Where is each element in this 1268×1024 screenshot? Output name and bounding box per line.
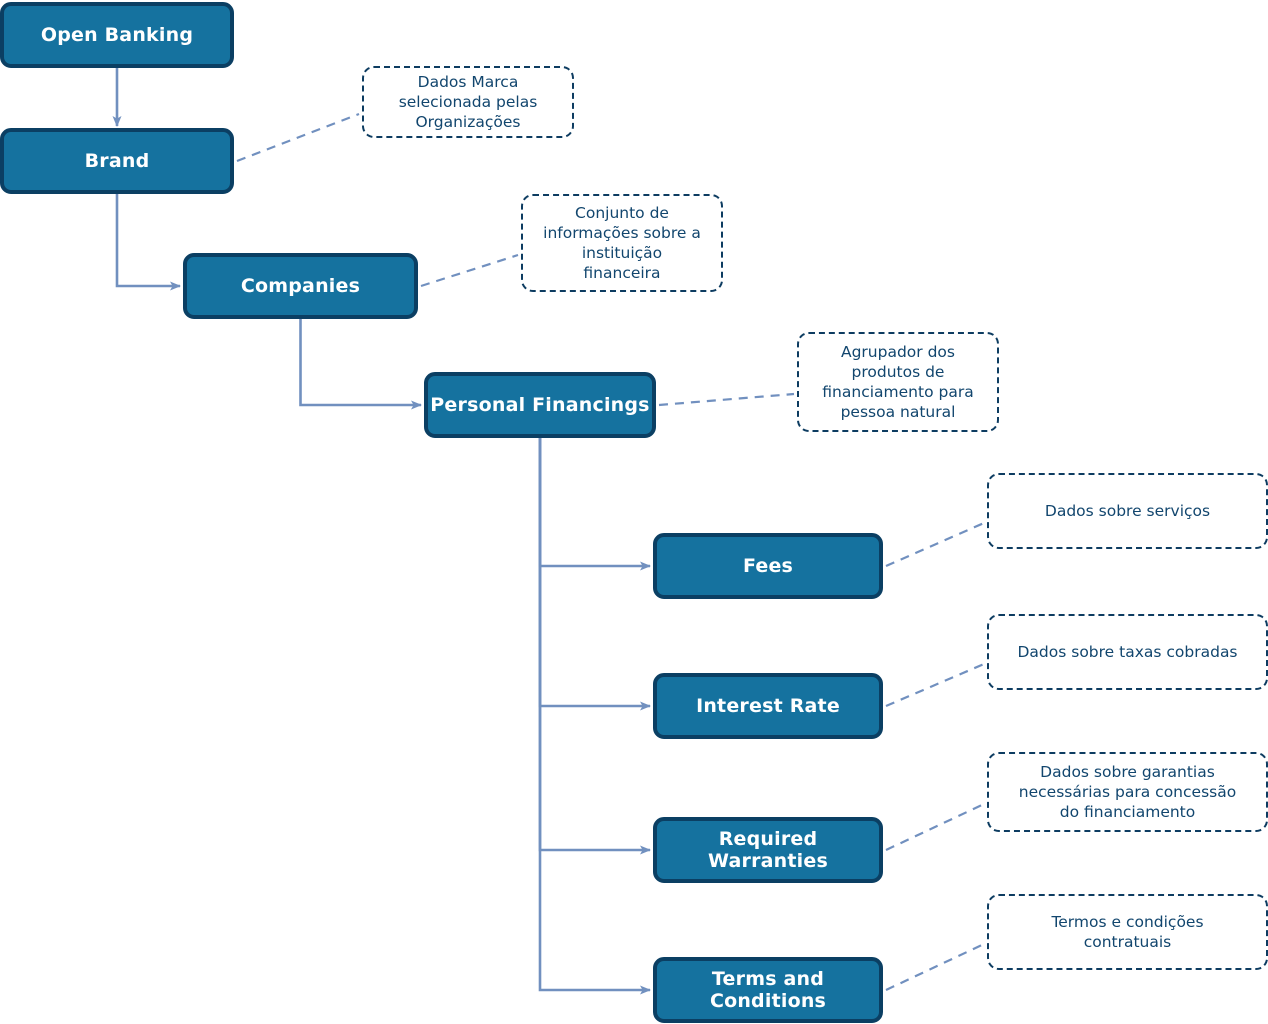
- leader-companies-note: [420, 253, 519, 288]
- node-label: Interest Rate: [696, 695, 840, 717]
- edge-personal-financings-terms: [538, 438, 651, 995]
- node-label: Companies: [240, 275, 361, 297]
- node-label: Personal Financings: [430, 394, 650, 416]
- node-open-banking[interactable]: Open Banking: [0, 2, 234, 68]
- leader-interest-note: [885, 662, 985, 708]
- leader-financings-note: [658, 392, 795, 407]
- node-label: Open Banking: [40, 24, 194, 46]
- node-personal-financings[interactable]: Personal Financings: [424, 372, 656, 438]
- annotation-text: Dados sobre taxas cobradas: [1017, 642, 1238, 661]
- node-brand[interactable]: Brand: [0, 128, 234, 194]
- annotation-note-companies: Conjunto de informações sobre a institui…: [521, 194, 723, 292]
- edge-personal-financings-interest-rate: [538, 438, 651, 711]
- node-label: Fees: [742, 555, 794, 577]
- annotation-note-interest: Dados sobre taxas cobradas: [987, 614, 1268, 690]
- annotation-text: Dados sobre serviços: [1044, 501, 1211, 520]
- leader-brand-note: [236, 112, 360, 163]
- annotation-note-financings: Agrupador dos produtos de financiamento …: [797, 332, 999, 432]
- edge-brand-companies: [115, 194, 181, 291]
- edge-personal-financings-fees: [538, 438, 651, 571]
- leader-warranties-note: [885, 803, 985, 851]
- node-fees[interactable]: Fees: [653, 533, 883, 599]
- node-label: Brand: [84, 150, 150, 172]
- edge-companies-personal-financings: [299, 319, 422, 410]
- node-label: Terms and Conditions: [709, 968, 827, 1012]
- annotation-note-fees: Dados sobre serviços: [987, 473, 1268, 549]
- leader-fees-note: [885, 521, 985, 568]
- node-required-warranties[interactable]: Required Warranties: [653, 817, 883, 883]
- annotation-text: Conjunto de informações sobre a institui…: [543, 203, 701, 283]
- node-companies[interactable]: Companies: [183, 253, 418, 319]
- annotation-note-terms: Termos e condições contratuais: [987, 894, 1268, 970]
- node-label: Required Warranties: [708, 828, 828, 872]
- annotation-text: Dados sobre garantias necessárias para c…: [1018, 762, 1237, 822]
- annotation-note-warranties: Dados sobre garantias necessárias para c…: [987, 752, 1268, 832]
- annotation-text: Dados Marca selecionada pelas Organizaçõ…: [398, 72, 538, 132]
- node-interest-rate[interactable]: Interest Rate: [653, 673, 883, 739]
- annotation-text: Termos e condições contratuais: [1051, 912, 1204, 951]
- leader-terms-note: [885, 943, 985, 991]
- annotation-note-brand: Dados Marca selecionada pelas Organizaçõ…: [362, 66, 574, 138]
- annotation-text: Agrupador dos produtos de financiamento …: [822, 342, 974, 422]
- node-terms-and-conditions[interactable]: Terms and Conditions: [653, 957, 883, 1023]
- edge-personal-financings-warranties: [538, 438, 651, 855]
